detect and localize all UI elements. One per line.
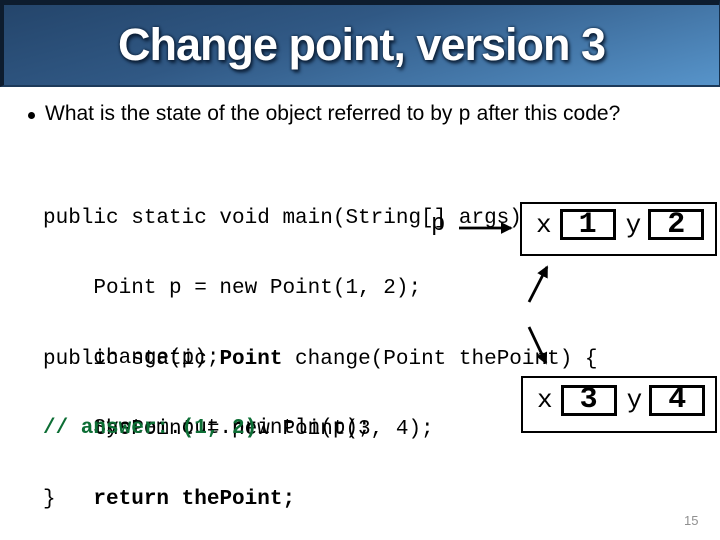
code-segment <box>43 488 93 511</box>
field-x-label: x <box>536 209 552 240</box>
page-number: 15 <box>684 513 699 528</box>
field-y-value-box: 2 <box>648 207 705 242</box>
field-x-label: x <box>537 385 553 415</box>
code-block-main: public static void main(String[] args) {… <box>43 160 547 540</box>
point-object-box-2: x 3 y 4 <box>521 376 717 433</box>
field-y-value: 2 <box>667 207 686 242</box>
field-x-value-box: 3 <box>560 383 617 417</box>
field-x-value: 1 <box>578 207 597 242</box>
pointer-p-label: p <box>431 211 446 238</box>
code-line: Point p = new Point(1, 2); <box>43 277 422 301</box>
code-segment-bold: Point <box>219 347 283 371</box>
answer-comment: // answer: (1, 2) <box>43 417 258 440</box>
bullet-dot-icon <box>28 112 35 119</box>
field-x-value-box: 1 <box>559 207 616 242</box>
field-y-label: y <box>625 209 642 240</box>
field-y-value-box: 4 <box>649 383 706 417</box>
bullet-text: What is the state of the object referred… <box>45 102 620 127</box>
bullet-text-after: after this code? <box>470 102 621 125</box>
slide-title: Change point, version 3 <box>117 19 606 70</box>
code-line: thePoint = new Point(3, 4); <box>43 418 434 442</box>
field-y-label: y <box>626 385 643 415</box>
code-block-change: public static Point change(Point thePoin… <box>43 301 598 540</box>
code-segment: change(Point thePoint) { <box>282 347 598 371</box>
code-line: } <box>43 487 56 511</box>
code-segment: public static <box>43 347 220 371</box>
bullet-text-before: What is the state of the object referred… <box>45 102 459 125</box>
code-line: public static Point change(Point thePoin… <box>43 348 598 371</box>
field-x-value: 3 <box>579 383 598 417</box>
code-line: return thePoint; <box>43 488 598 511</box>
code-line: change(p); <box>43 347 220 371</box>
code-segment-bold: return thePoint; <box>93 488 296 512</box>
code-line: public static void main(String[] args) { <box>43 206 548 230</box>
point-object-box-1: x 1 y 2 <box>520 202 717 256</box>
bullet-code-term: p <box>458 104 471 127</box>
header-bar: Change point, version 3 <box>0 0 720 87</box>
code-line: System.out.println(p); <box>43 417 371 441</box>
field-y-value: 4 <box>668 383 687 417</box>
